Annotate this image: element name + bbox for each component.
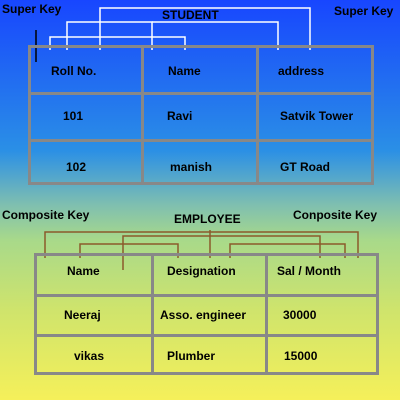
student-row-divider-1	[31, 92, 374, 95]
employee-table	[34, 253, 379, 375]
student-row2-name: manish	[170, 160, 213, 174]
student-super-key-left-label: Super Key	[2, 2, 62, 16]
student-row1-name: Ravi	[167, 109, 193, 123]
employee-row1-designation: Asso. engineer	[160, 308, 247, 322]
student-row2-roll: 102	[66, 160, 87, 174]
employee-header-name: Name	[67, 264, 100, 278]
employee-col-divider-1	[151, 256, 154, 375]
employee-table-title: EMPLOYEE	[174, 212, 241, 226]
student-col-divider-2	[256, 48, 259, 185]
student-header-name: Name	[168, 64, 201, 78]
employee-row2-salary: 15000	[284, 349, 318, 363]
employee-row2-name: vikas	[74, 349, 105, 363]
student-col-divider-1	[141, 48, 144, 185]
employee-row-divider-1	[37, 294, 379, 297]
employee-row1-salary: 30000	[283, 308, 317, 322]
employee-row2-designation: Plumber	[167, 349, 216, 363]
employee-row1-name: Neeraj	[64, 308, 101, 322]
student-row1-roll: 101	[63, 109, 84, 123]
employee-header-salary: Sal / Month	[277, 264, 341, 278]
student-table-title: STUDENT	[162, 8, 219, 22]
employee-composite-key-left-label: Composite Key	[2, 208, 90, 222]
student-header-roll-no: Roll No.	[51, 64, 97, 78]
student-super-key-right-label: Super Key	[334, 4, 394, 18]
employee-col-divider-2	[265, 256, 268, 375]
employee-composite-key-right-label: Conposite Key	[293, 208, 378, 222]
student-header-address: address	[278, 64, 325, 78]
employee-header-designation: Designation	[167, 264, 236, 278]
student-table	[28, 45, 374, 185]
employee-row-divider-2	[37, 334, 379, 337]
student-row2-address: GT Road	[280, 160, 330, 174]
student-row1-address: Satvik Tower	[280, 109, 354, 123]
student-row-divider-2	[31, 139, 374, 142]
